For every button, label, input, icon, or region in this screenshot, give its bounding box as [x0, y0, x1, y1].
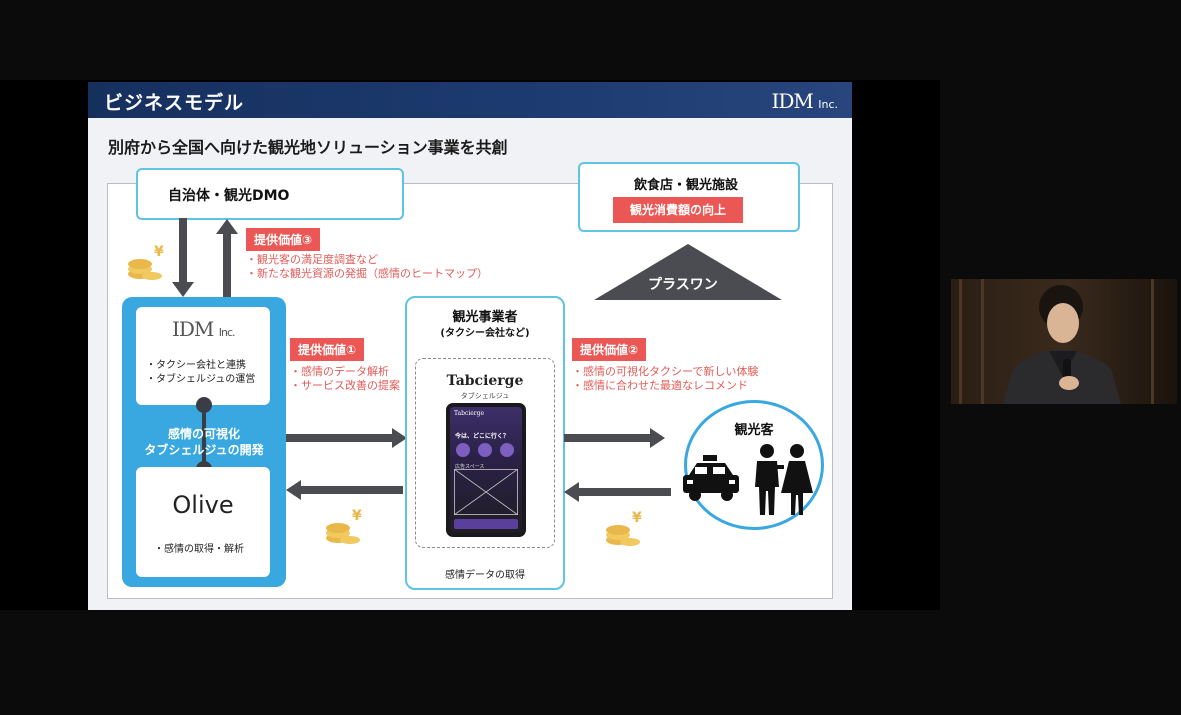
olive-name: Olive — [172, 491, 234, 519]
dev-line1: 感情の可視化 — [167, 427, 240, 441]
tablet-question: 今は、どこに行く？ — [455, 433, 509, 440]
tablet-bubble-3 — [500, 443, 514, 457]
ad-placeholder-icon — [454, 469, 518, 515]
idm-card: IDM Inc. ・タクシー会社と連携 ・タブシェルジュの運営 — [136, 307, 270, 405]
value1-tag: 提供価値① — [290, 338, 365, 361]
plus-one-triangle — [594, 244, 782, 300]
right-arrow-icon — [286, 428, 407, 448]
operator-title: 観光事業者 — [452, 310, 518, 325]
tourist-label: 観光客 — [734, 423, 774, 438]
operator-sub: (タクシー会社など) — [440, 328, 530, 339]
yen-coins-icon: ¥ — [128, 244, 164, 280]
yen-coins-icon: ¥ — [326, 508, 362, 544]
dev-line2: タブシェルジュの開発 — [144, 443, 264, 457]
value3-line2: ・新たな観光資源の発掘（感情のヒートマップ） — [246, 267, 488, 280]
slide-title: ビジネスモデル — [104, 92, 245, 114]
up-arrow-icon — [216, 219, 238, 298]
tabcierge-frame: Tabcierge タブシェルジュ Tabcierge 今は、どこに行く？ 広告… — [415, 358, 555, 548]
svg-text:¥: ¥ — [632, 510, 642, 526]
speaker-video-icon — [951, 279, 1177, 404]
taxi-icon — [683, 455, 739, 501]
speaker-webcam — [951, 279, 1177, 404]
couple-icon — [755, 444, 813, 515]
svg-text:¥: ¥ — [154, 244, 164, 260]
municipality-box: 自治体・観光DMO — [136, 168, 404, 220]
tablet-bubble-2 — [478, 443, 492, 457]
tablet-bubble-1 — [456, 443, 470, 457]
tablet-brand: Tabcierge — [454, 410, 485, 417]
tablet-screen: Tabcierge 今は、どこに行く？ 広告スペース — [450, 407, 522, 533]
value2-tag: 提供価値② — [572, 338, 647, 361]
svg-text:¥: ¥ — [352, 508, 362, 524]
left-arrow-icon — [564, 482, 671, 502]
value3-line1: ・観光客の満足度調査など — [246, 253, 378, 266]
right-arrow-icon — [564, 428, 665, 448]
slide-subtitle: 別府から全国へ向けた観光地ソリューション事業を共創 — [108, 138, 508, 157]
value2-line1: ・感情の可視化タクシーで新しい体験 — [572, 365, 759, 378]
tablet-ad-label: 広告スペース — [455, 464, 485, 470]
tabcierge-kana: タブシェルジュ — [460, 392, 510, 400]
idm-card-logo: IDM Inc. — [172, 317, 236, 341]
spending-badge: 観光消費額の向上 — [613, 197, 743, 223]
idm-card-line2: ・タブシェルジュの運営 — [146, 374, 256, 385]
connector-dot-top — [196, 397, 212, 413]
connector-line — [202, 407, 206, 467]
down-arrow-icon — [172, 218, 194, 297]
idm-panel: IDM Inc. ・タクシー会社と連携 ・タブシェルジュの運営 感情の可視化 タ… — [122, 297, 286, 587]
tourist-circle: 観光客 — [683, 400, 824, 530]
company-logo: IDM Inc. — [771, 89, 838, 113]
yen-coins-icon: ¥ — [606, 510, 642, 546]
value1-line1: ・感情のデータ解析 — [290, 365, 389, 378]
tablet-device: Tabcierge 今は、どこに行く？ 広告スペース — [446, 403, 526, 537]
olive-line: ・感情の取得・解析 — [154, 544, 244, 555]
plus-one-label: プラスワン — [648, 277, 718, 293]
restaurants-box: 飲食店・観光施設 観光消費額の向上 — [578, 162, 800, 232]
tablet-nav-bar — [454, 519, 518, 529]
value2-line2: ・感情に合わせた最適なレコメンド — [572, 379, 748, 392]
tabcierge-brand: Tabcierge — [446, 373, 524, 389]
slide-header: ビジネスモデル IDM Inc. — [88, 82, 852, 118]
operator-caption: 感情データの取得 — [445, 570, 525, 581]
left-arrow-icon — [286, 480, 403, 500]
presentation-slide: ビジネスモデル IDM Inc. 別府から全国へ向けた観光地ソリューション事業を… — [88, 82, 852, 610]
olive-card: Olive ・感情の取得・解析 — [136, 467, 270, 577]
idm-card-line1: ・タクシー会社と連携 — [146, 360, 246, 371]
value3-tag: 提供価値③ — [246, 228, 321, 251]
municipality-label: 自治体・観光DMO — [168, 188, 290, 204]
operator-box: 観光事業者 (タクシー会社など) Tabcierge タブシェルジュ Tabci… — [405, 296, 565, 590]
value1-line2: ・サービス改善の提案 — [290, 379, 400, 392]
restaurants-label: 飲食店・観光施設 — [634, 178, 739, 193]
